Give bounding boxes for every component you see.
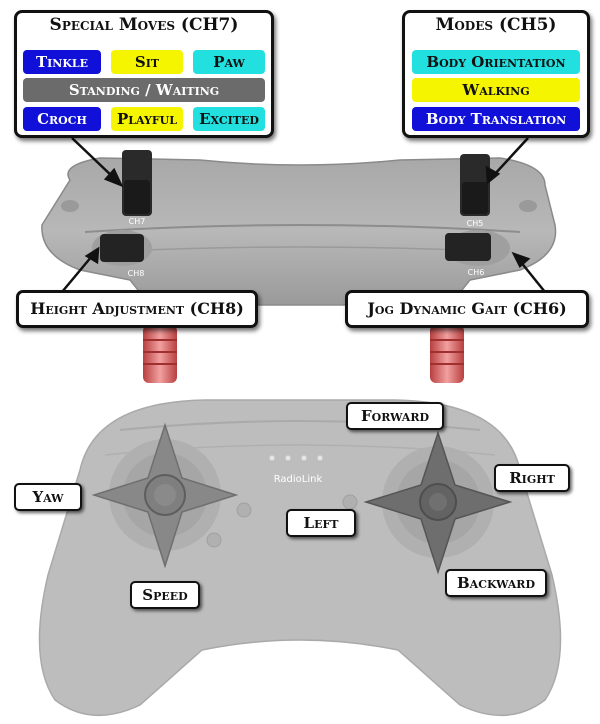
mode-body-translation[interactable]: Body Translation — [412, 107, 580, 131]
special-move-excited[interactable]: Excited — [193, 107, 265, 131]
controller-front-body — [38, 399, 562, 716]
right-antenna — [430, 325, 464, 383]
special-move-standing-waiting[interactable]: Standing / Waiting — [23, 78, 265, 102]
modes-title: Modes (CH5) — [435, 15, 557, 35]
ch5-switch-label: CH5 — [467, 219, 484, 228]
controller-front-view: RadioLink — [38, 399, 562, 716]
lower-small-button[interactable] — [206, 532, 222, 548]
center-small-button[interactable] — [342, 494, 358, 510]
mode-walking[interactable]: Walking — [412, 78, 580, 102]
ch8-switch-label: CH8 — [128, 269, 145, 278]
special-moves-panel: Special Moves (CH7) Tinkle Sit Paw Stand… — [14, 10, 274, 138]
forward-label: Forward — [346, 402, 444, 430]
left-stick-arrows[interactable] — [91, 422, 239, 569]
controller-top-view: CH7 CH5 CH8 CH6 — [41, 150, 557, 383]
special-move-croch[interactable]: Croch — [23, 107, 101, 131]
height-adjustment-callout: Height Adjustment (CH8) — [16, 290, 258, 328]
ch6-switch[interactable] — [445, 230, 510, 266]
jog-dynamic-gait-callout: Jog Dynamic Gait (CH6) — [345, 290, 589, 328]
left-small-button[interactable] — [236, 502, 252, 518]
left-antenna — [143, 325, 177, 383]
pointer-arrows — [61, 137, 546, 293]
right-stick-arrows[interactable] — [363, 430, 513, 575]
ch5-switch[interactable] — [460, 154, 490, 216]
special-move-tinkle[interactable]: Tinkle — [23, 50, 101, 74]
speed-label: Speed — [130, 581, 200, 609]
left-label: Left — [286, 509, 356, 537]
brand-logo: RadioLink — [274, 474, 323, 485]
mode-body-orientation[interactable]: Body Orientation — [412, 50, 580, 74]
ch6-switch-label: CH6 — [468, 268, 485, 277]
yaw-label: Yaw — [14, 483, 82, 511]
special-move-sit[interactable]: Sit — [111, 50, 183, 74]
indicator-leds — [269, 455, 323, 461]
modes-panel: Modes (CH5) Body Orientation Walking Bod… — [402, 10, 590, 138]
ch8-switch[interactable] — [92, 230, 152, 266]
special-moves-title: Special Moves (CH7) — [49, 15, 239, 35]
special-move-playful[interactable]: Playful — [111, 107, 183, 131]
special-move-paw[interactable]: Paw — [193, 50, 265, 74]
ch7-switch-label: CH7 — [129, 217, 146, 226]
backward-label: Backward — [445, 569, 547, 597]
ch7-switch[interactable] — [122, 150, 152, 216]
right-label: Right — [494, 464, 570, 492]
